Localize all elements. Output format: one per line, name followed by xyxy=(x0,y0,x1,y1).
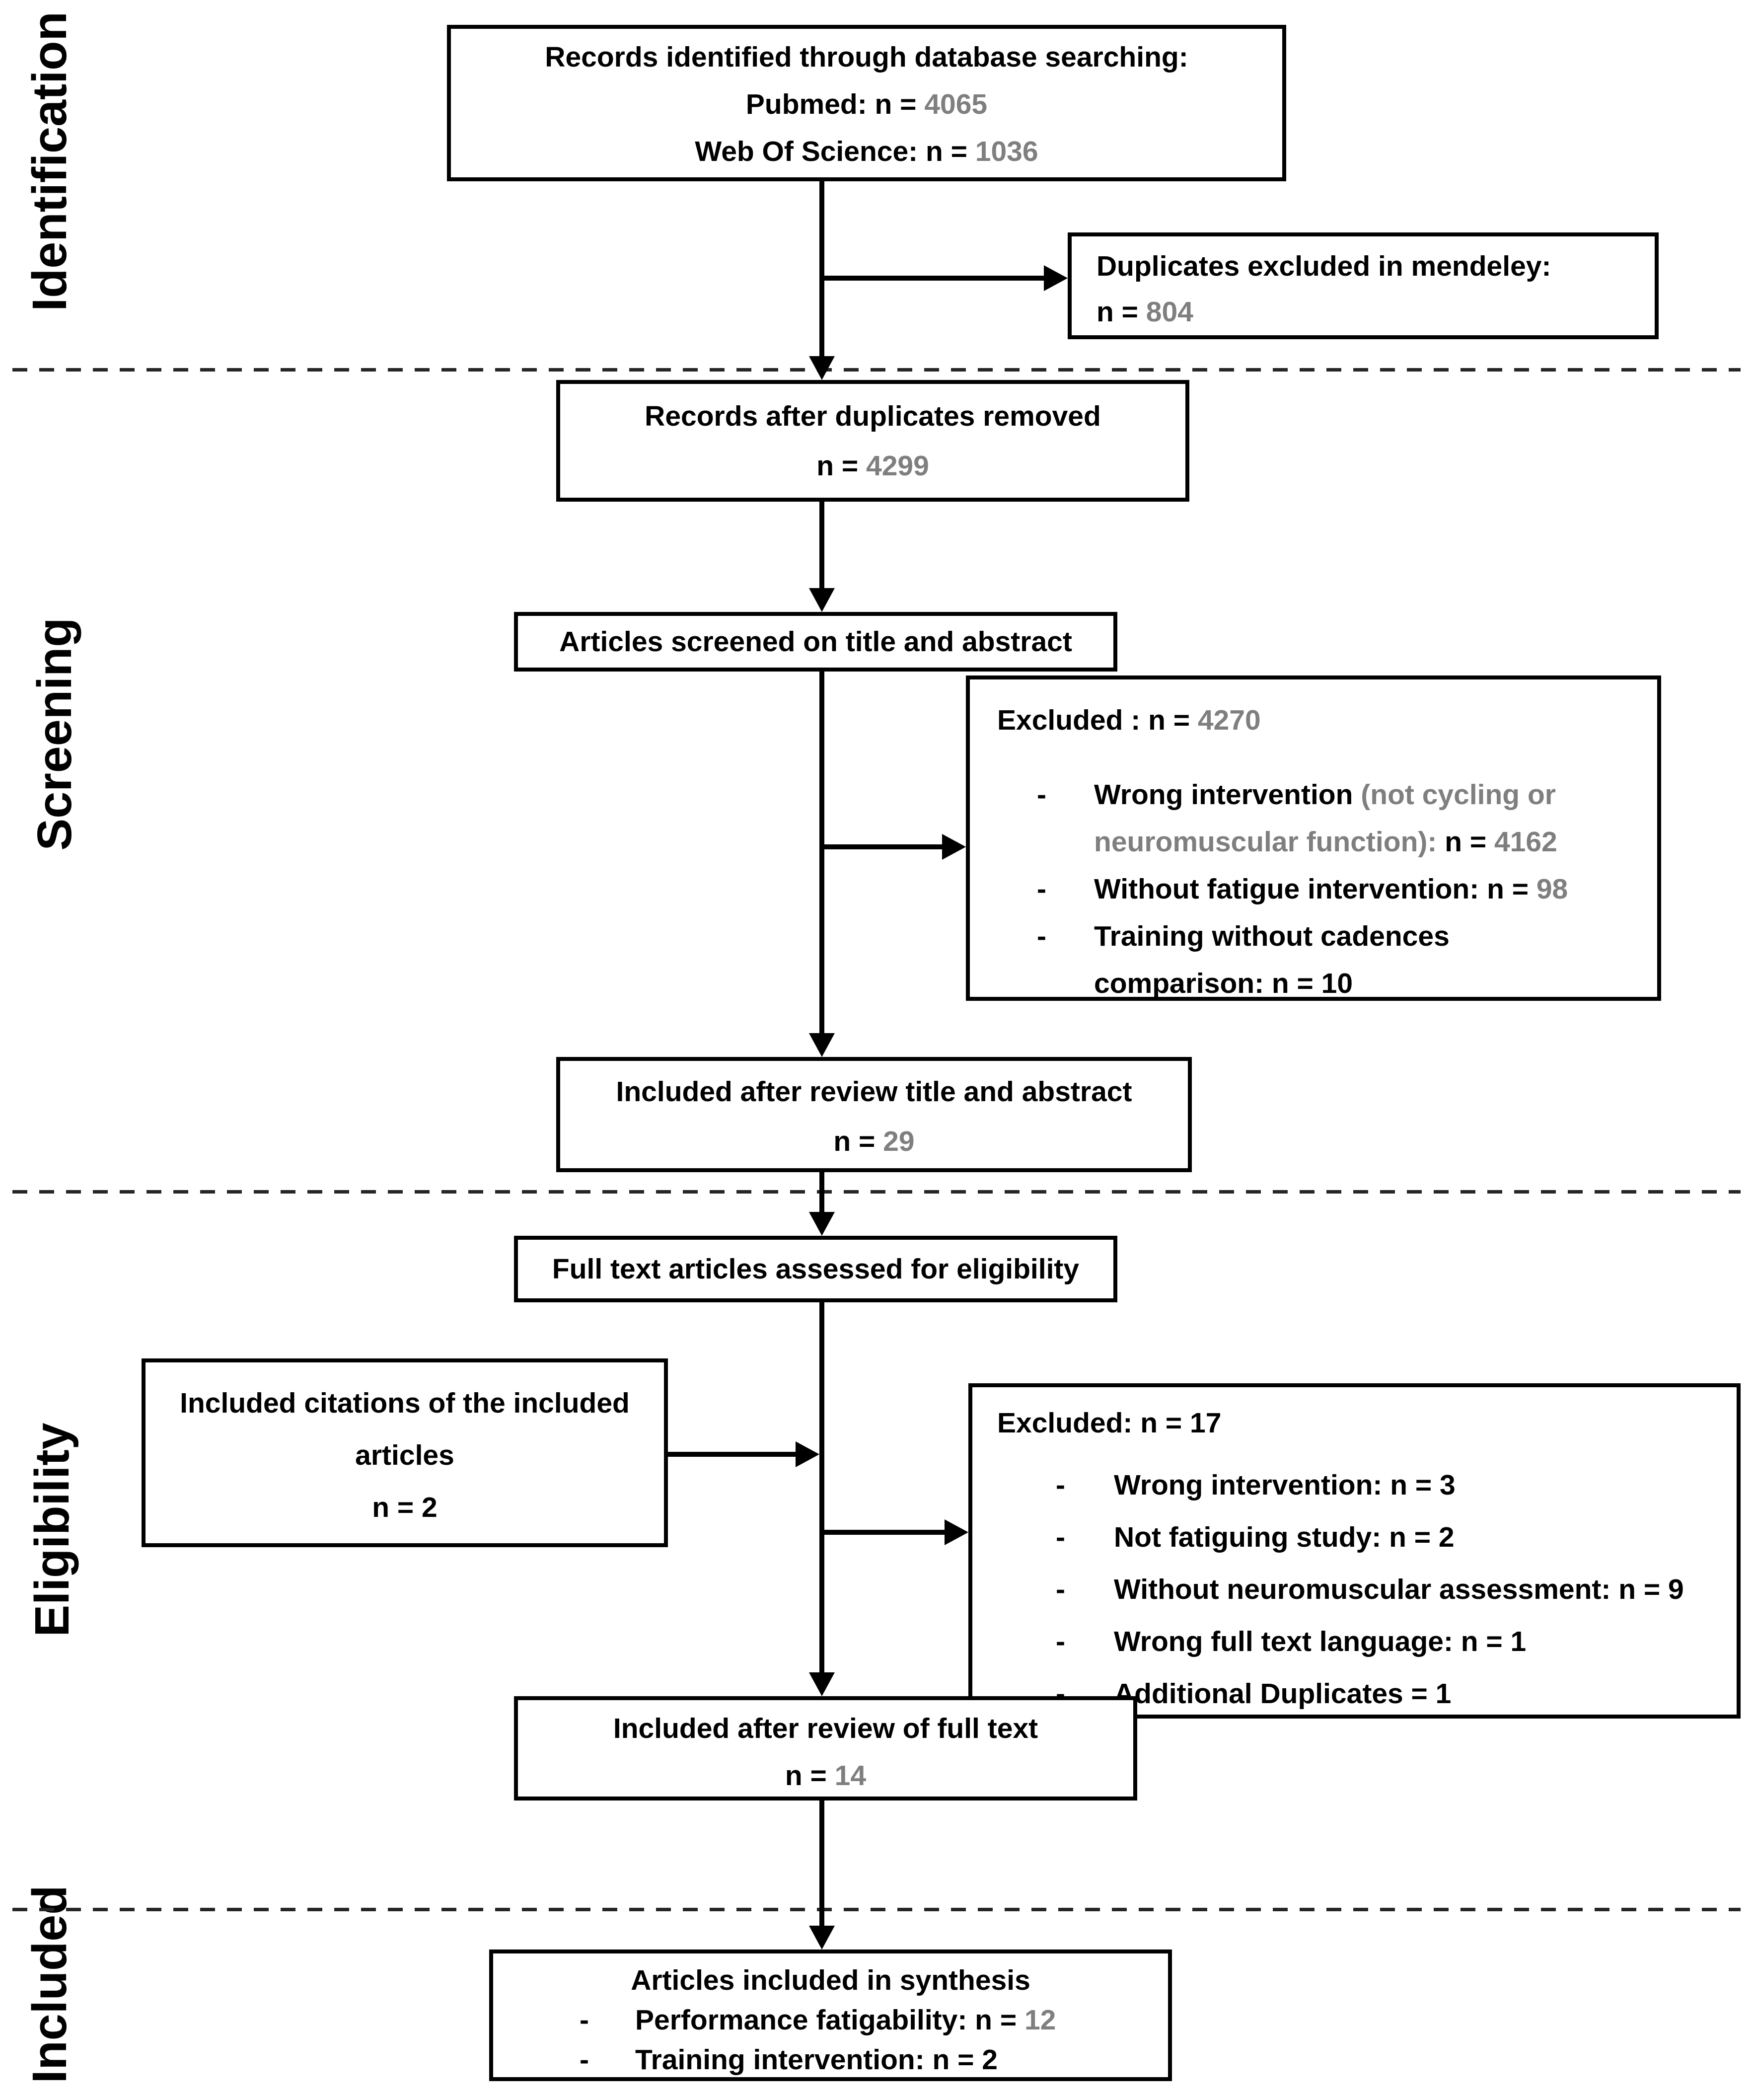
duplicates-excluded-count: n = 804 xyxy=(1096,296,1193,328)
included-citations-line1: Included citations of the included xyxy=(180,1387,630,1419)
connector-after-duplicates-to-screened xyxy=(819,501,824,590)
excluded-fulltext-bullet-4: -Wrong full text language: n = 1 xyxy=(972,1616,1737,1668)
excluded-screening-bullet-3: -Training without cadences xyxy=(970,913,1657,960)
arrowhead-right-citations-junction xyxy=(796,1441,819,1467)
bullet-dash: - xyxy=(1037,873,1046,905)
section-label-eligibility: Eligibility xyxy=(25,1423,79,1637)
duplicates-excluded-text: Duplicates excluded in mendeley: xyxy=(1096,250,1551,282)
arrowhead-down-synthesis xyxy=(809,1926,835,1950)
connector-identified-to-after-duplicates xyxy=(819,180,824,358)
included-citations-line2: articles xyxy=(355,1439,454,1471)
box-screened-title-abstract: Articles screened on title and abstract xyxy=(514,612,1117,672)
excluded-fulltext-bullet-5: -Additional Duplicates = 1 xyxy=(972,1668,1737,1720)
included-title-abstract-title: Included after review title and abstract xyxy=(616,1076,1132,1108)
box-included-citations: Included citations of the included artic… xyxy=(142,1358,668,1547)
bullet-dash: - xyxy=(1056,1626,1065,1657)
synthesis-bullet-2: -Training intervention: n = 2 xyxy=(493,2040,1168,2080)
section-divider-2 xyxy=(12,1190,1741,1194)
records-identified-title: Records identified through database sear… xyxy=(545,41,1188,73)
arrowhead-down-screened xyxy=(809,588,835,612)
arrowhead-right-excluded-screening xyxy=(942,834,966,860)
records-identified-wos: Web Of Science: n = 1036 xyxy=(695,136,1038,167)
excluded-screening-bullet-2: -Without fatigue intervention: n = 98 xyxy=(970,866,1657,913)
included-title-abstract-count: n = 29 xyxy=(833,1125,915,1157)
screened-title: Articles screened on title and abstract xyxy=(559,626,1072,658)
connector-to-duplicates-excluded xyxy=(822,276,1045,281)
box-fulltext-assessed: Full text articles assessed for eligibil… xyxy=(514,1236,1117,1302)
bullet-dash: - xyxy=(1056,1574,1065,1605)
after-duplicates-count: n = 4299 xyxy=(816,450,929,482)
excluded-fulltext-bullet-3: -Without neuromuscular assessment: n = 9 xyxy=(972,1564,1737,1616)
bullet-dash: - xyxy=(1037,779,1046,811)
section-divider-3 xyxy=(12,1908,1741,1911)
box-after-duplicates: Records after duplicates removed n = 429… xyxy=(556,380,1189,502)
excluded-fulltext-bullet-1: -Wrong intervention: n = 3 xyxy=(972,1459,1737,1511)
box-included-fulltext: Included after review of full text n = 1… xyxy=(514,1696,1137,1800)
synthesis-bullet-1: -Performance fatigability: n = 12 xyxy=(493,2000,1168,2040)
connector-to-excluded-fulltext xyxy=(822,1530,946,1535)
excluded-screening-bullet-1: -Wrong intervention (not cycling or xyxy=(970,771,1657,819)
section-label-identification: Identification xyxy=(22,11,76,311)
box-synthesis: Articles included in synthesis -Performa… xyxy=(489,1950,1172,2081)
box-duplicates-excluded: Duplicates excluded in mendeley: n = 804 xyxy=(1068,232,1659,339)
arrowhead-right-excluded-fulltext xyxy=(945,1519,968,1545)
bullet-dash: - xyxy=(580,2004,589,2036)
included-fulltext-title: Included after review of full text xyxy=(613,1713,1038,1744)
arrowhead-down-fulltext xyxy=(809,1212,835,1236)
synthesis-title: Articles included in synthesis xyxy=(631,1964,1030,1996)
excluded-fulltext-bullet-2: -Not fatiguing study: n = 2 xyxy=(972,1511,1737,1564)
included-citations-count: n = 2 xyxy=(372,1492,438,1523)
excluded-screening-bullet-3-cont: comparison: n = 10 xyxy=(1094,968,1353,999)
arrowhead-down-after-duplicates xyxy=(809,356,835,380)
included-fulltext-count: n = 14 xyxy=(785,1760,867,1792)
bullet-dash: - xyxy=(1056,1469,1065,1501)
fulltext-assessed-title: Full text articles assessed for eligibil… xyxy=(552,1253,1080,1285)
records-identified-pubmed: Pubmed: n = 4065 xyxy=(745,88,988,120)
excluded-screening-bullet-1-cont: neuromuscular function): n = 4162 xyxy=(1094,826,1557,858)
connector-fulltext-to-included-fulltext xyxy=(819,1301,824,1674)
arrowhead-right-duplicates-excluded xyxy=(1044,265,1068,291)
box-records-identified: Records identified through database sear… xyxy=(447,25,1286,181)
box-included-title-abstract: Included after review title and abstract… xyxy=(556,1057,1192,1172)
excluded-screening-title: Excluded : n = 4270 xyxy=(997,704,1261,736)
excluded-fulltext-title: Excluded: n = 17 xyxy=(997,1407,1222,1439)
connector-screened-to-included-title xyxy=(819,671,824,1035)
bullet-dash: - xyxy=(1037,920,1046,952)
after-duplicates-title: Records after duplicates removed xyxy=(645,400,1101,432)
box-excluded-fulltext: Excluded: n = 17 -Wrong intervention: n … xyxy=(968,1383,1741,1719)
section-divider-1 xyxy=(12,368,1741,372)
arrowhead-down-included-title xyxy=(809,1033,835,1057)
connector-included-title-to-fulltext xyxy=(819,1171,824,1213)
connector-to-excluded-screening xyxy=(822,844,944,849)
connector-included-fulltext-to-synthesis xyxy=(819,1800,824,1926)
bullet-dash: - xyxy=(1056,1521,1065,1553)
section-label-screening: Screening xyxy=(27,617,81,851)
section-label-included: Included xyxy=(22,1885,76,2084)
connector-from-included-citations xyxy=(668,1452,797,1457)
box-excluded-screening: Excluded : n = 4270 -Wrong intervention … xyxy=(966,675,1661,1001)
arrowhead-down-included-fulltext xyxy=(809,1672,835,1696)
bullet-dash: - xyxy=(580,2044,589,2076)
